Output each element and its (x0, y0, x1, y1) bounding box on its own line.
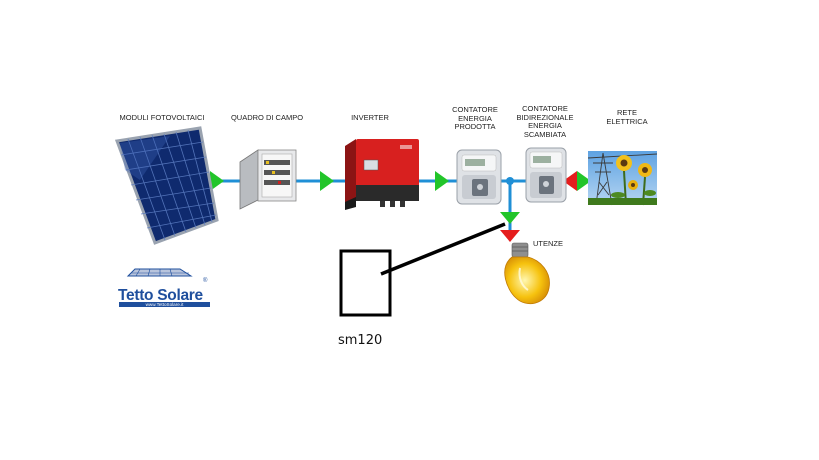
production-meter-icon (456, 149, 502, 205)
label-inverter: INVERTER (351, 113, 389, 122)
label-contatore-prodotta: CONTATORE ENERGIA PRODOTTA (452, 105, 498, 131)
logo-registered-mark: ® (203, 277, 208, 284)
junction-node (506, 177, 514, 185)
label-utenze: UTENZE (533, 239, 563, 248)
power-grid-photo (587, 151, 658, 206)
sm120-connection-line (380, 222, 506, 276)
flow-arrow-2 (320, 171, 334, 191)
bidirectional-arrow-green (577, 171, 591, 191)
solar-panel-icon (114, 126, 219, 245)
sm120-device-box (339, 249, 392, 317)
sunflower-icon (588, 155, 657, 206)
bidirectional-meter-icon (525, 147, 567, 203)
label-rete-elettrica: RETE ELETTRICA (606, 108, 648, 126)
tetto-solare-logo: Tetto Solare ® www.TettoSolare.it (118, 268, 210, 307)
label-moduli-fotovoltaici: MODULI FOTOVOLTAICI (119, 113, 205, 122)
inverter-icon (345, 139, 419, 210)
branch-arrow-red (500, 230, 520, 242)
sm120-label: sm120 (338, 333, 383, 348)
logo-text: Tetto Solare (118, 287, 204, 304)
label-contatore-bidirezionale: CONTATORE BIDIREZIONALE ENERGIA SCAMBIAT… (516, 104, 574, 139)
flow-arrow-1 (210, 171, 224, 191)
logo-url: www.TettoSolare.it (146, 302, 185, 307)
flow-arrow-3 (435, 171, 449, 191)
branch-arrow-green (500, 212, 520, 224)
label-quadro-di-campo: QUADRO DI CAMPO (230, 113, 304, 122)
light-bulb-icon (504, 242, 550, 305)
electrical-panel-icon (239, 149, 297, 210)
bidirectional-arrow-red (563, 171, 577, 191)
